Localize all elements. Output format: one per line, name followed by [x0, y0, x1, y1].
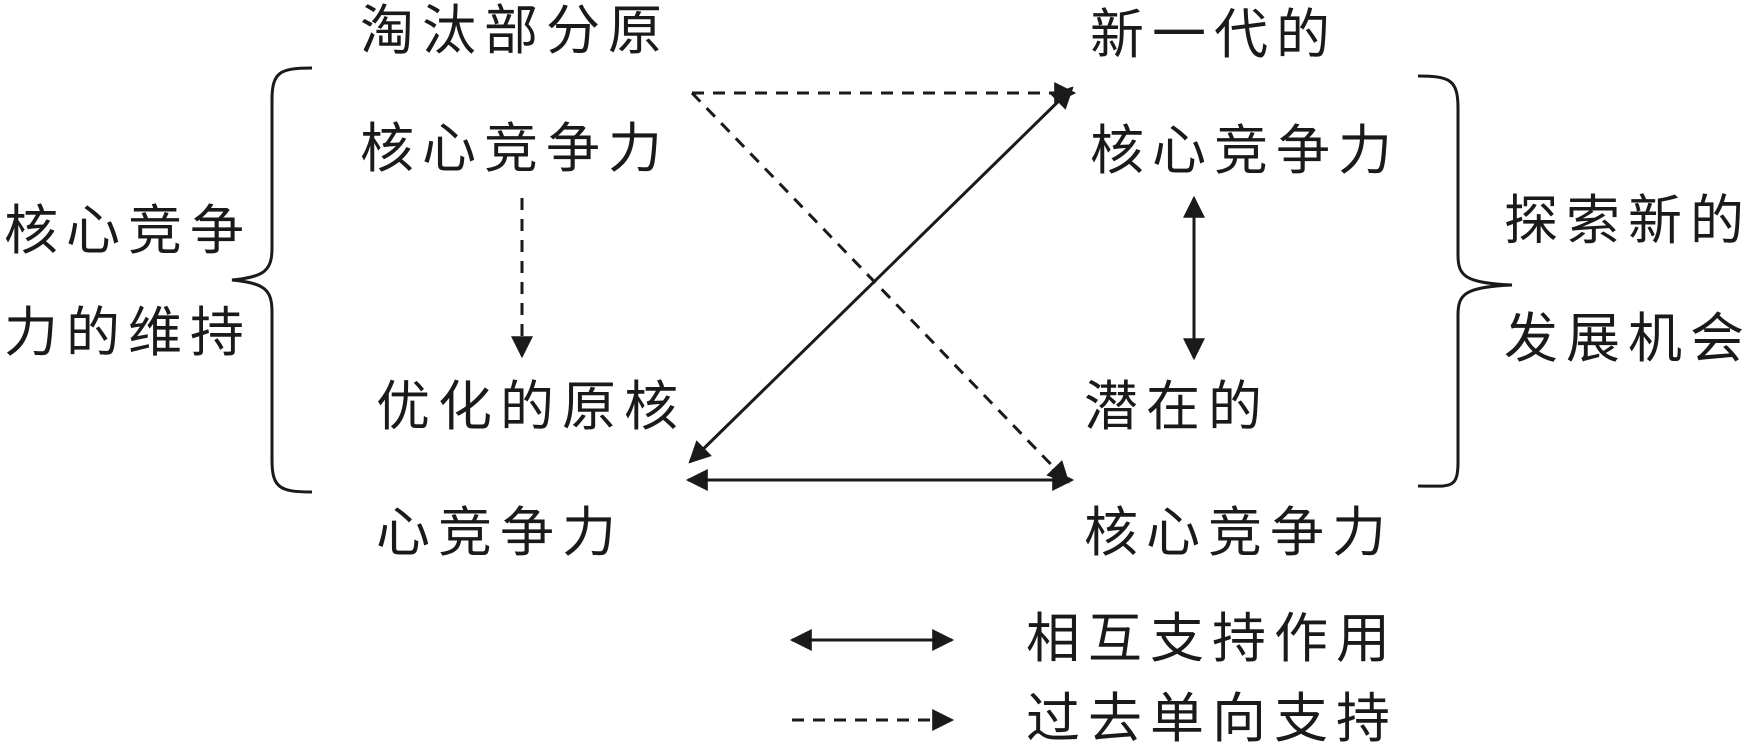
node-top-left-line2: 核心竞争力 — [360, 117, 670, 180]
dashed-arrow-diagonal — [690, 91, 1070, 484]
right-group-label-line2: 发展机会 — [1504, 307, 1752, 370]
left-group-label-line2: 力的维持 — [4, 301, 252, 364]
node-bottom-right-line1: 潜在的 — [1084, 375, 1270, 438]
node-top-left-line1: 淘汰部分原 — [360, 0, 670, 62]
node-bottom-left-line2: 心竞争力 — [376, 501, 624, 564]
node-bottom-left-line1: 优化的原核 — [376, 375, 686, 438]
right-group-label-line1: 探索新的 — [1504, 189, 1752, 252]
left-brace — [231, 66, 313, 494]
left-group-label-line1: 核心竞争 — [4, 199, 252, 262]
legend-dashed-label: 过去单向支持 — [1026, 687, 1398, 748]
legend-solid-label: 相互支持作用 — [1026, 607, 1398, 670]
node-top-right-line2: 核心竞争力 — [1090, 119, 1400, 182]
right-brace — [1417, 74, 1513, 488]
node-top-right-line1: 新一代的 — [1090, 3, 1338, 66]
solid-arrow-diagonal — [688, 86, 1074, 464]
node-bottom-right-line2: 核心竞争力 — [1084, 501, 1394, 564]
